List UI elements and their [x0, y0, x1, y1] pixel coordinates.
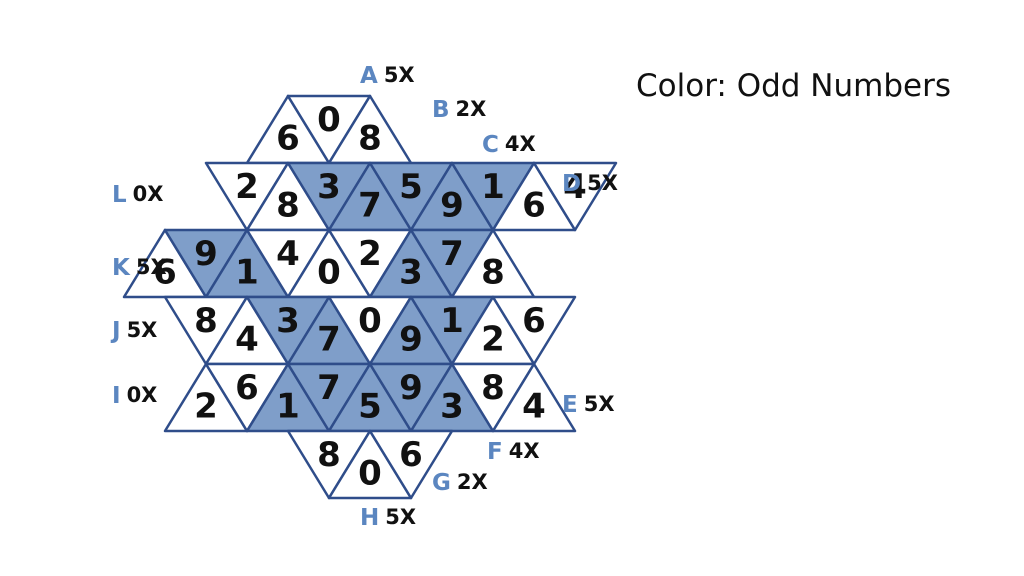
label-multiplier: 2X	[456, 97, 487, 121]
label-multiplier: 5X	[136, 255, 167, 279]
grid-cell[interactable]: 6	[491, 295, 577, 366]
grid-cell[interactable]: 7	[409, 228, 495, 299]
label-letter: I	[112, 383, 121, 409]
grid-cell[interactable]: 9	[368, 295, 454, 366]
grid-cell[interactable]: 0	[286, 94, 372, 165]
cell-digit: 1	[440, 301, 464, 341]
label-multiplier: 4X	[505, 132, 536, 156]
grid-cell[interactable]: 6	[204, 362, 290, 433]
grid-cell[interactable]: 8	[163, 295, 249, 366]
cell-digit: 0	[317, 253, 341, 293]
cell-digit: 9	[399, 320, 423, 360]
cell-digit: 5	[358, 387, 382, 427]
cell-digit: 3	[317, 167, 341, 207]
triangle	[368, 429, 454, 500]
grid-cell[interactable]: 2	[163, 362, 249, 433]
cell-digit: 7	[440, 234, 464, 274]
label-letter: K	[112, 255, 131, 281]
label-letter: A	[360, 63, 378, 89]
label-letter: J	[110, 318, 121, 344]
grid-cell[interactable]: 6	[368, 429, 454, 500]
cell-digit: 5	[399, 167, 423, 207]
label-multiplier: 2X	[457, 470, 488, 494]
label-multiplier: 5X	[384, 63, 415, 87]
cell-digit: 6	[153, 253, 177, 293]
label-letter: G	[432, 470, 451, 496]
cell-digit: 0	[358, 301, 382, 341]
cell-digit: 4	[235, 320, 259, 360]
cell-digit: 1	[235, 253, 259, 293]
label-multiplier: 4X	[509, 439, 540, 463]
label-letter: C	[482, 132, 499, 158]
cell-digit: 3	[440, 387, 464, 427]
triangle	[491, 362, 577, 433]
cell-digit: 0	[317, 100, 341, 140]
cell-digit: 4	[563, 167, 587, 207]
cell-digit: 6	[276, 119, 300, 159]
cell-digit: 7	[317, 320, 341, 360]
cell-digit: 6	[522, 186, 546, 226]
puzzle-title: Color: Odd Numbers	[636, 68, 951, 104]
grid-cell[interactable]: 1	[450, 161, 536, 232]
cell-digit: 4	[522, 387, 546, 427]
label-letter: H	[360, 505, 379, 531]
cell-digit: 6	[235, 368, 259, 408]
cell-digit: 9	[399, 368, 423, 408]
label-letter: E	[562, 392, 578, 418]
label-letter: L	[112, 182, 127, 208]
label-multiplier: 5X	[587, 171, 618, 195]
cell-digit: 2	[194, 387, 218, 427]
label-multiplier: 0X	[133, 182, 164, 206]
cell-digit: 6	[399, 435, 423, 475]
label-multiplier: 5X	[584, 392, 615, 416]
cell-digit: 2	[481, 320, 505, 360]
label-multiplier: 5X	[127, 318, 158, 342]
grid-cell[interactable]: 4	[532, 161, 618, 232]
cell-digit: 8	[276, 186, 300, 226]
label-multiplier: 0X	[127, 383, 158, 407]
cell-digit: 2	[235, 167, 259, 207]
cell-digit: 9	[194, 234, 218, 274]
cell-digit: 7	[358, 186, 382, 226]
cell-digit: 7	[317, 368, 341, 408]
triangle	[532, 161, 618, 232]
label-letter: B	[432, 97, 450, 123]
cell-digit: 8	[481, 368, 505, 408]
triangle	[491, 295, 577, 366]
grid-cell[interactable]: 8	[286, 429, 372, 500]
cell-digit: 3	[399, 253, 423, 293]
grid-cell[interactable]: 4	[491, 362, 577, 433]
label-letter: F	[487, 439, 503, 465]
cell-digit: 3	[276, 301, 300, 341]
cell-digit: 8	[481, 253, 505, 293]
cell-digit: 8	[358, 119, 382, 159]
cell-digit: 1	[481, 167, 505, 207]
cell-digit: 6	[522, 301, 546, 341]
label-multiplier: 5X	[385, 505, 416, 529]
cell-digit: 4	[276, 234, 300, 274]
cell-digit: 9	[440, 186, 464, 226]
cell-digit: 2	[358, 234, 382, 274]
cell-digit: 8	[317, 435, 341, 475]
cell-digit: 0	[358, 454, 382, 494]
cell-digit: 8	[194, 301, 218, 341]
label-letter: D	[562, 171, 581, 197]
cell-digit: 1	[276, 387, 300, 427]
